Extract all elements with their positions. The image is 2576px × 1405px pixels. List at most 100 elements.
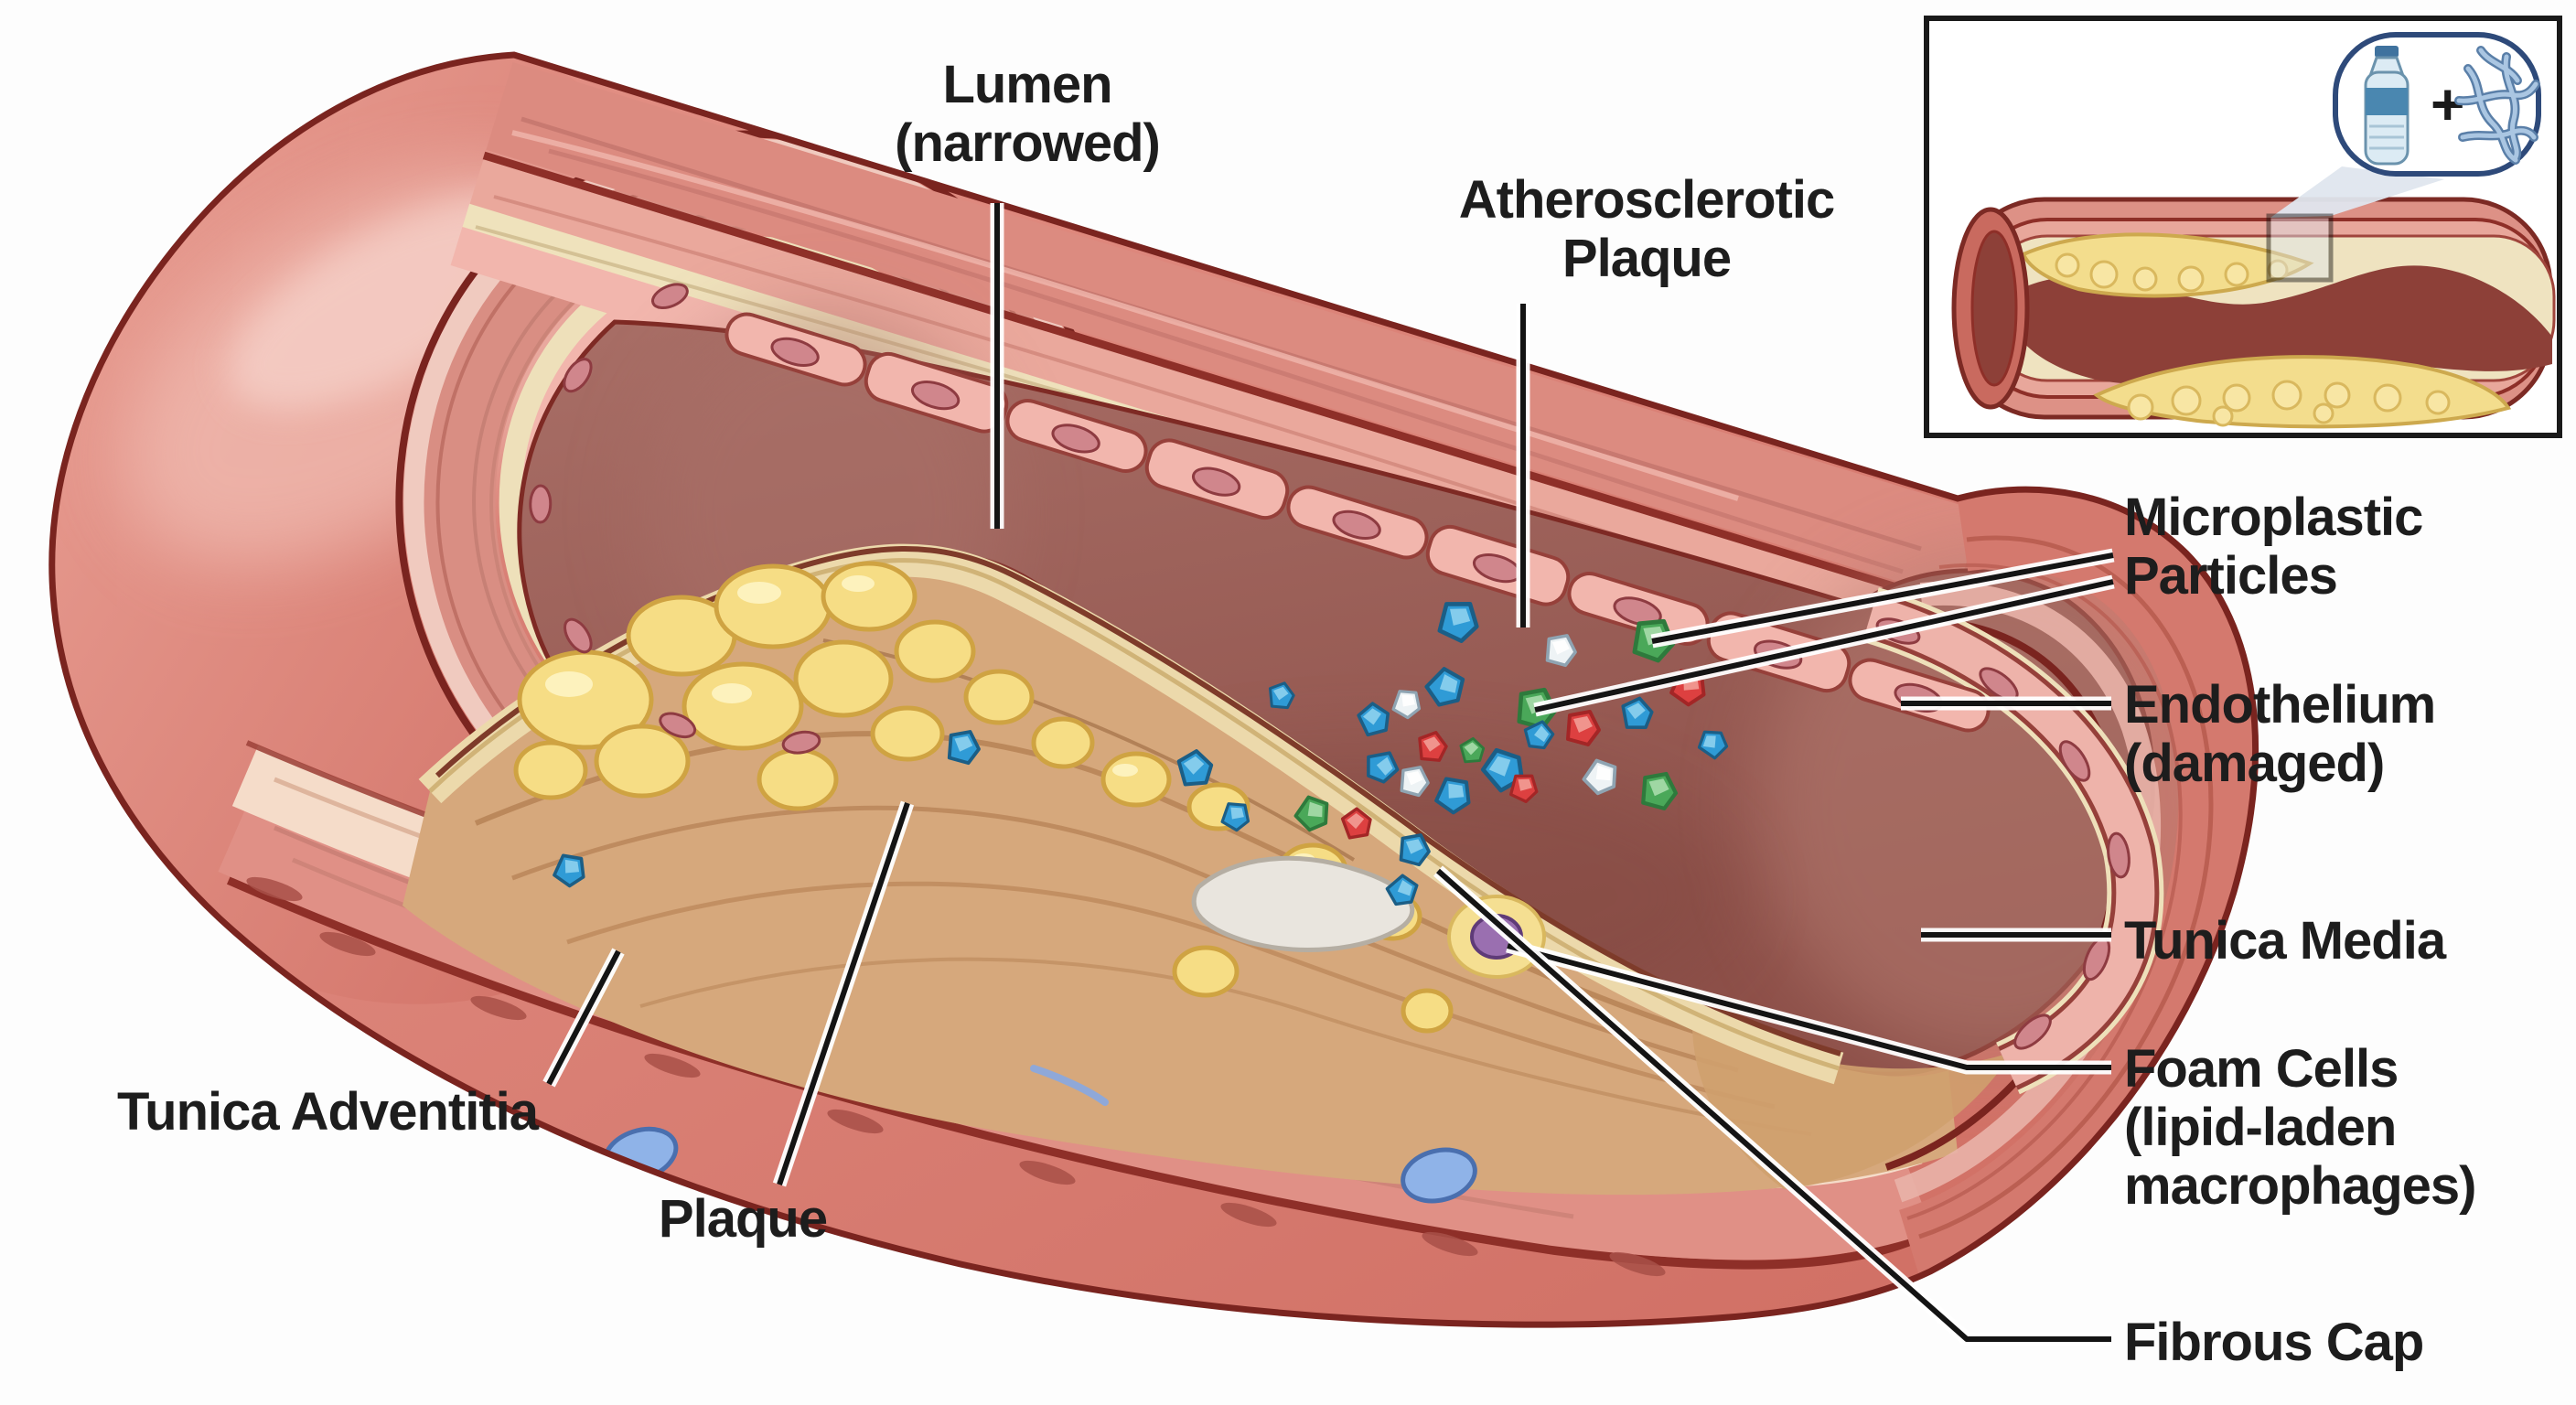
microplastic-particle-blue bbox=[947, 730, 981, 766]
magnifier-beam bbox=[2270, 166, 2444, 218]
microplastic-particle-red bbox=[1418, 731, 1448, 762]
label-text-tunica-media: Tunica Media bbox=[2124, 911, 2447, 971]
endothelial-nucleus bbox=[563, 358, 593, 393]
sample-region-square bbox=[2266, 213, 2334, 283]
smooth-muscle-nucleus bbox=[319, 931, 376, 957]
microplastic-particle-white bbox=[1391, 690, 1422, 720]
microplastic-particle-blue bbox=[1367, 751, 1400, 784]
endothelial-nucleus bbox=[910, 381, 961, 411]
endothelial-nucleus bbox=[1051, 424, 1100, 454]
microplastic-particle-blue bbox=[1399, 833, 1431, 867]
smooth-muscle-nucleus bbox=[644, 1053, 701, 1078]
microplastic-particle-blue bbox=[1357, 702, 1390, 737]
endothelial-nucleus bbox=[781, 730, 821, 755]
smooth-muscle-nucleus bbox=[470, 995, 527, 1021]
leader-line bbox=[1436, 868, 2111, 1342]
microplastic-particle-blue bbox=[1480, 747, 1524, 793]
microplastic-particle-blue bbox=[1697, 730, 1729, 760]
endothelial-cell bbox=[1286, 485, 1429, 560]
endothelial-cell bbox=[1425, 524, 1571, 606]
far-wall-endothelium bbox=[1862, 587, 2164, 1095]
leader-line bbox=[1651, 552, 2114, 644]
label-tunica-media: Tunica Media bbox=[1921, 911, 2448, 971]
microplastic-particle-blue bbox=[1523, 720, 1555, 750]
microplastic-particle-white bbox=[1400, 766, 1430, 798]
inset-plaque-bottom bbox=[2093, 355, 2512, 429]
inset-magnifier-box: + bbox=[1924, 16, 2562, 438]
microplastic-particle-white bbox=[1582, 758, 1617, 796]
leader-line bbox=[777, 802, 910, 1185]
endothelial-cell bbox=[1005, 399, 1148, 473]
inset-source-bubble: + bbox=[2333, 32, 2541, 177]
microplastic-particle-green bbox=[1293, 795, 1329, 832]
smooth-muscle-nucleus bbox=[827, 1109, 884, 1134]
lipid-core bbox=[513, 561, 1454, 1034]
leader-line bbox=[546, 949, 621, 1086]
microplastic-particle-blue bbox=[1424, 667, 1465, 707]
microplastic-particle-green bbox=[1641, 771, 1679, 810]
endothelial-nucleus bbox=[564, 617, 593, 654]
microplastic-particle-blue bbox=[1621, 696, 1654, 729]
microplastic-particle-blue bbox=[1268, 681, 1295, 710]
smooth-muscle-nucleus bbox=[246, 876, 303, 902]
leader-line bbox=[1534, 579, 2114, 713]
endothelial-cell bbox=[1144, 438, 1290, 520]
foam-cell bbox=[1447, 895, 1546, 979]
label-fibrous-cap: Fibrous Cap bbox=[1433, 865, 2424, 1372]
water-bottle-icon bbox=[2364, 46, 2410, 166]
endothelial-nucleus bbox=[650, 283, 689, 309]
label-tunica-adventitia: Tunica Adventitia bbox=[117, 948, 625, 1142]
microplastic-particle-blue bbox=[1437, 601, 1479, 643]
endothelial-nucleus-far-wall bbox=[2013, 1014, 2052, 1050]
calcification bbox=[1191, 855, 1415, 952]
endothelial-nucleus bbox=[770, 337, 820, 367]
endothelial-nucleus bbox=[659, 712, 697, 739]
atherosclerotic-plaque-body bbox=[402, 543, 2012, 1196]
label-endothelium-damaged: Endothelium(damaged) bbox=[1901, 675, 2436, 793]
artery-outline bbox=[48, 51, 2259, 1328]
inset-mini-artery bbox=[1951, 197, 2556, 429]
label-text-tunica-adventitia: Tunica Adventitia bbox=[117, 1082, 540, 1142]
microplastic-particle-red bbox=[1340, 807, 1372, 840]
endothelial-nucleus bbox=[1191, 467, 1241, 497]
inset-plaque-cobbles bbox=[2055, 252, 2451, 427]
microplastic-particle-blue bbox=[1220, 802, 1250, 832]
smooth-muscle-nucleus bbox=[1220, 1202, 1277, 1228]
blue-cell-2 bbox=[1401, 1147, 1477, 1204]
microplastic-particle-blue bbox=[1434, 777, 1471, 815]
endothelial-nucleus bbox=[1332, 509, 1381, 540]
tunica-media-band bbox=[486, 62, 1982, 599]
endothelial-nucleus bbox=[529, 484, 553, 524]
label-text-plaque: Plaque bbox=[659, 1189, 827, 1249]
leader-line bbox=[1507, 943, 2111, 1070]
microplastic-particles-layer bbox=[553, 601, 1729, 906]
microplastic-particle-blue bbox=[1176, 749, 1214, 787]
label-text-fibrous-cap: Fibrous Cap bbox=[2124, 1313, 2423, 1372]
microplastic-fibers-icon bbox=[2454, 46, 2540, 165]
smooth-muscle-nucleus bbox=[1019, 1160, 1076, 1185]
microplastic-particle-red bbox=[1509, 774, 1539, 803]
smooth-muscle-nucleus bbox=[1609, 1251, 1666, 1277]
endothelial-cell bbox=[724, 312, 867, 387]
label-plaque: Plaque bbox=[659, 800, 915, 1249]
microplastic-particle-red bbox=[1566, 710, 1601, 746]
label-text-lumen: Lumen(narrowed) bbox=[895, 55, 1160, 173]
endothelial-nucleus bbox=[1613, 596, 1662, 627]
label-lumen: Lumen(narrowed) bbox=[895, 55, 1161, 529]
endothelial-nucleus-far-wall bbox=[2107, 831, 2131, 879]
microplastic-particle-green bbox=[1459, 736, 1486, 764]
label-text-endothelium-damaged: Endothelium(damaged) bbox=[2124, 675, 2435, 793]
microplastic-particle-blue bbox=[553, 853, 585, 888]
microplastic-particle-white bbox=[1545, 634, 1577, 668]
endothelial-nucleus-far-wall bbox=[2058, 740, 2091, 782]
microplastic-particle-blue bbox=[1385, 874, 1419, 906]
